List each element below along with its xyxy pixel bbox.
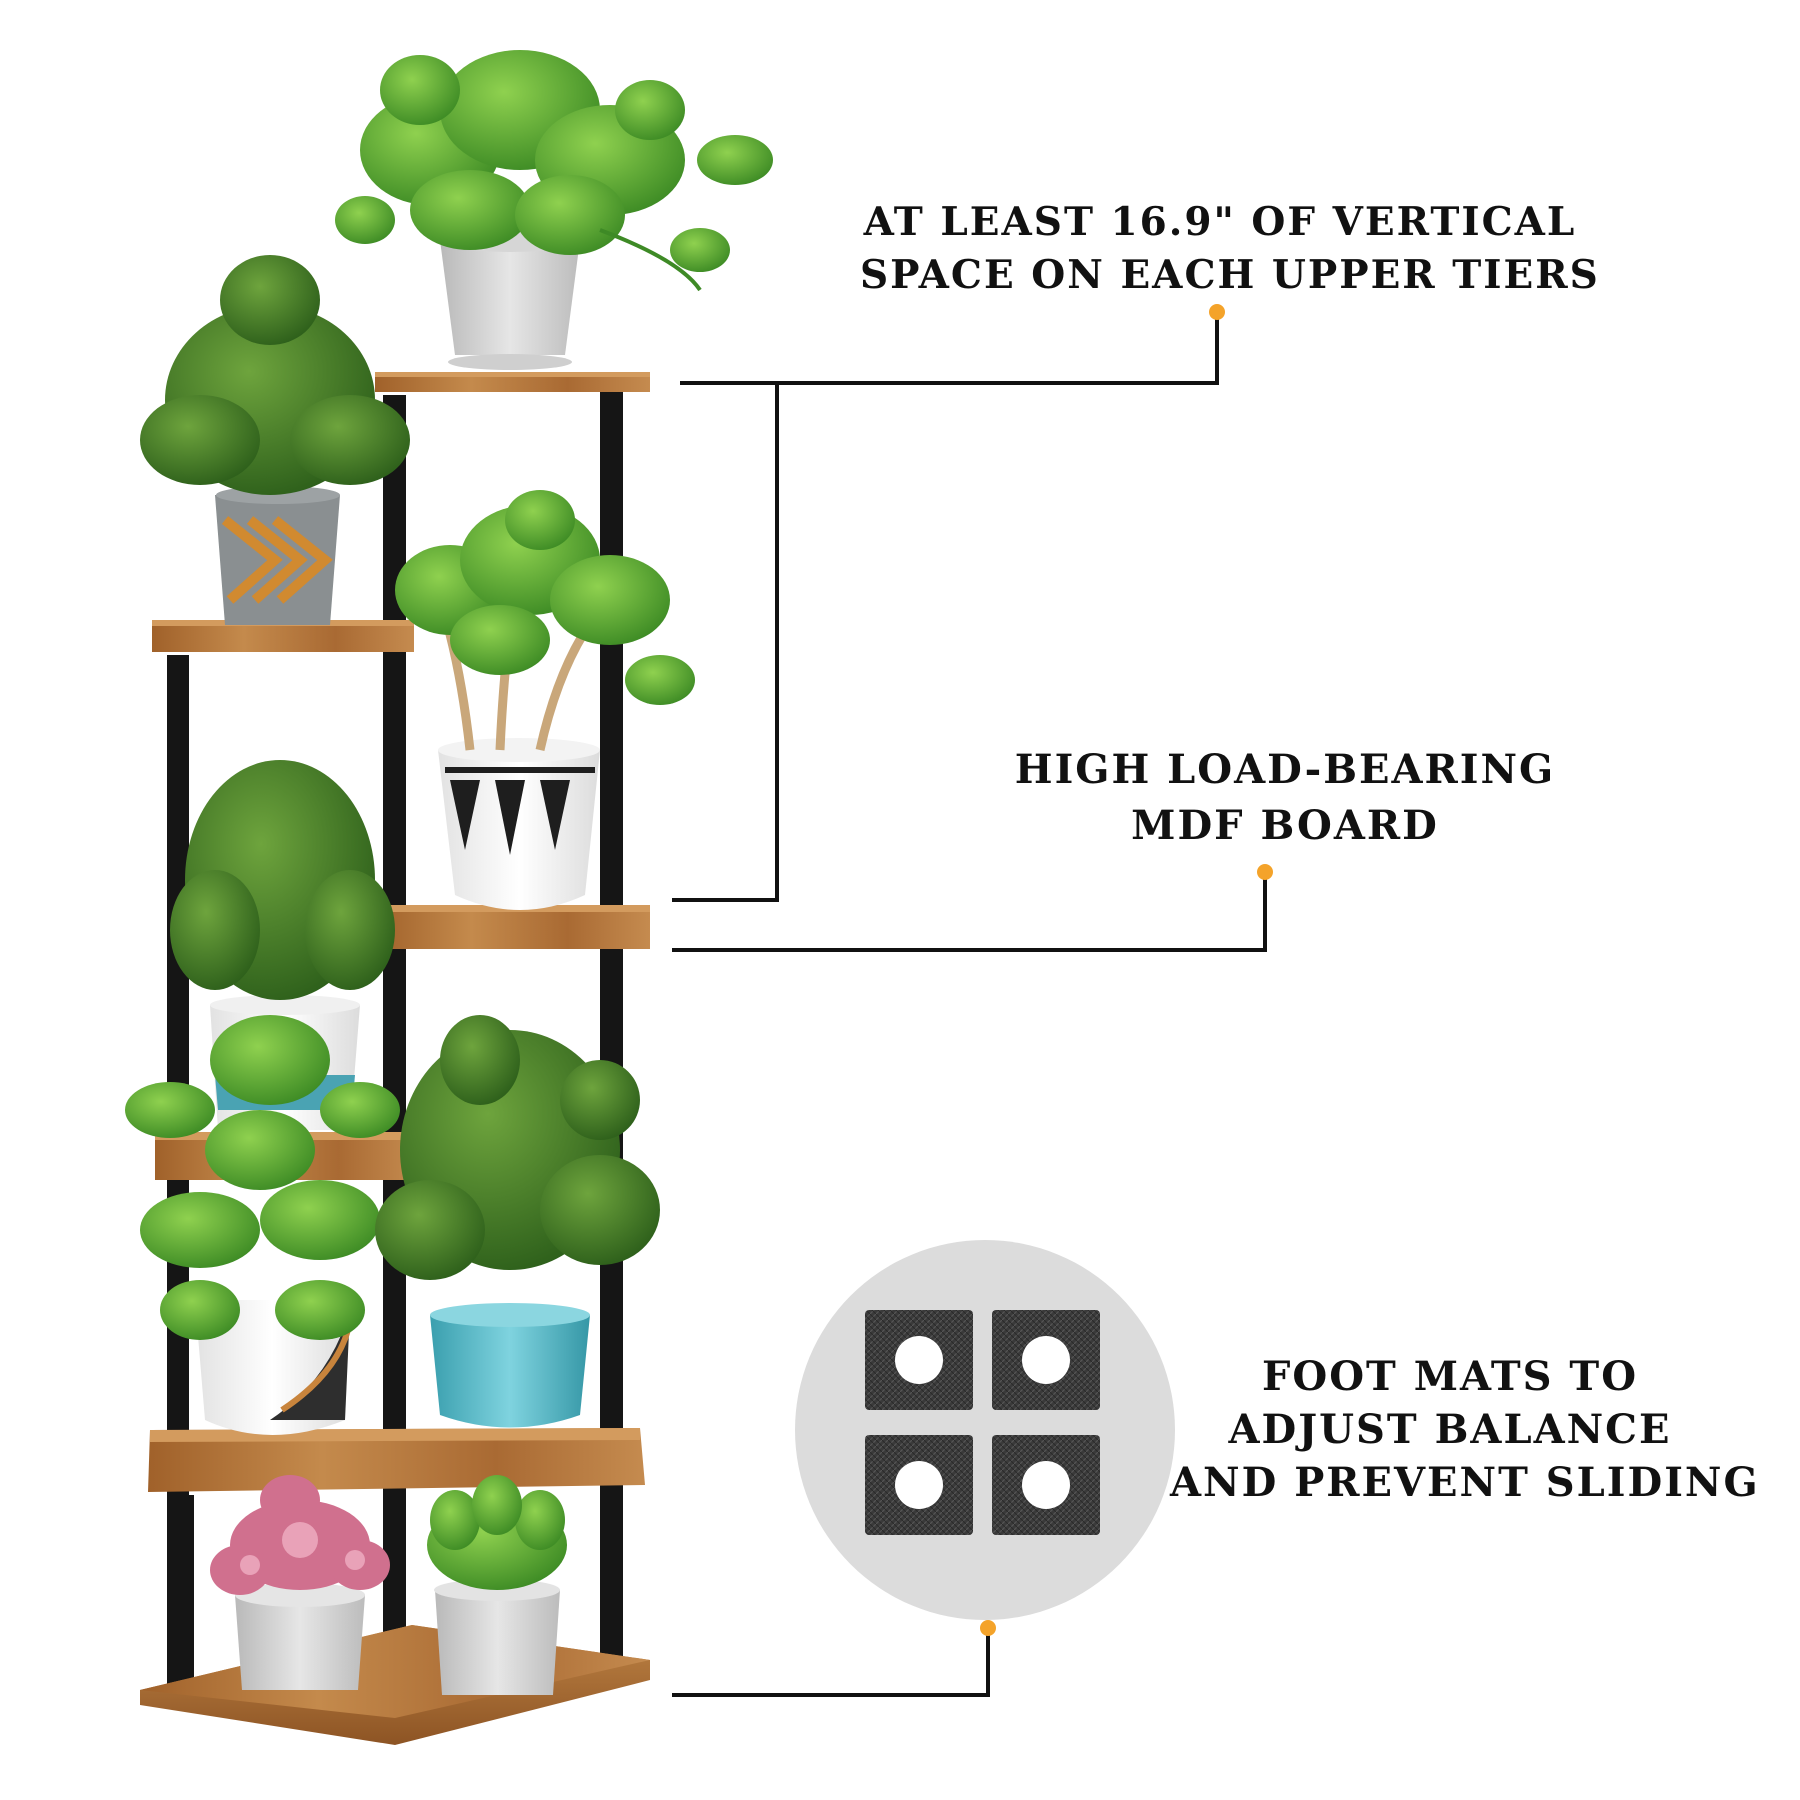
shelf-top [375, 372, 650, 392]
plant-succulent [210, 1475, 390, 1690]
plant-rosemary [140, 255, 410, 625]
callout-line: AND PREVENT SLIDING [1170, 1459, 1760, 1506]
callout-line: MDF BOARD [1131, 802, 1439, 849]
callout-line: SPACE ON EACH UPPER TIERS [860, 252, 1600, 298]
frame-tube [600, 1490, 623, 1685]
marker-dot [980, 1620, 996, 1636]
plant-jade [395, 490, 695, 910]
shelf-middle [375, 905, 650, 949]
leader-mdf-board [672, 872, 1267, 952]
callout-vertical-space: AT LEAST 16.9" OF VERTICAL SPACE ON EACH… [860, 196, 1600, 302]
plant-pothos [335, 50, 773, 370]
callout-foot-mats: FOOT MATS TO ADJUST BALANCE AND PREVENT … [1170, 1350, 1760, 1509]
marker-dot [1257, 864, 1273, 880]
foot-mat [865, 1435, 973, 1535]
plant-rubber [375, 1015, 660, 1428]
leader-vertical-space [672, 312, 1219, 902]
frame-tube [172, 1495, 194, 1685]
callout-line: AT LEAST 16.9" OF VERTICAL [863, 199, 1577, 245]
frame-tube [383, 395, 406, 1665]
leader-foot-mats [672, 1628, 990, 1697]
foot-mat [992, 1435, 1100, 1535]
frame-tube [600, 390, 623, 1680]
plant-fiddle-leaf [125, 1015, 400, 1435]
marker-dot [1209, 304, 1225, 320]
foot-mats-inset [795, 1240, 1175, 1620]
shelf-base [140, 1625, 650, 1745]
foot-mat [865, 1310, 973, 1410]
shelf-lower [148, 1428, 645, 1492]
callout-mdf-board: HIGH LOAD-BEARING MDF BOARD [1010, 742, 1560, 854]
plant-succulent-green [427, 1475, 567, 1695]
callout-line: FOOT MATS TO [1261, 1353, 1639, 1400]
foot-mat [992, 1310, 1100, 1410]
callout-line: HIGH LOAD-BEARING [1014, 746, 1556, 793]
callout-line: ADJUST BALANCE [1228, 1406, 1672, 1453]
